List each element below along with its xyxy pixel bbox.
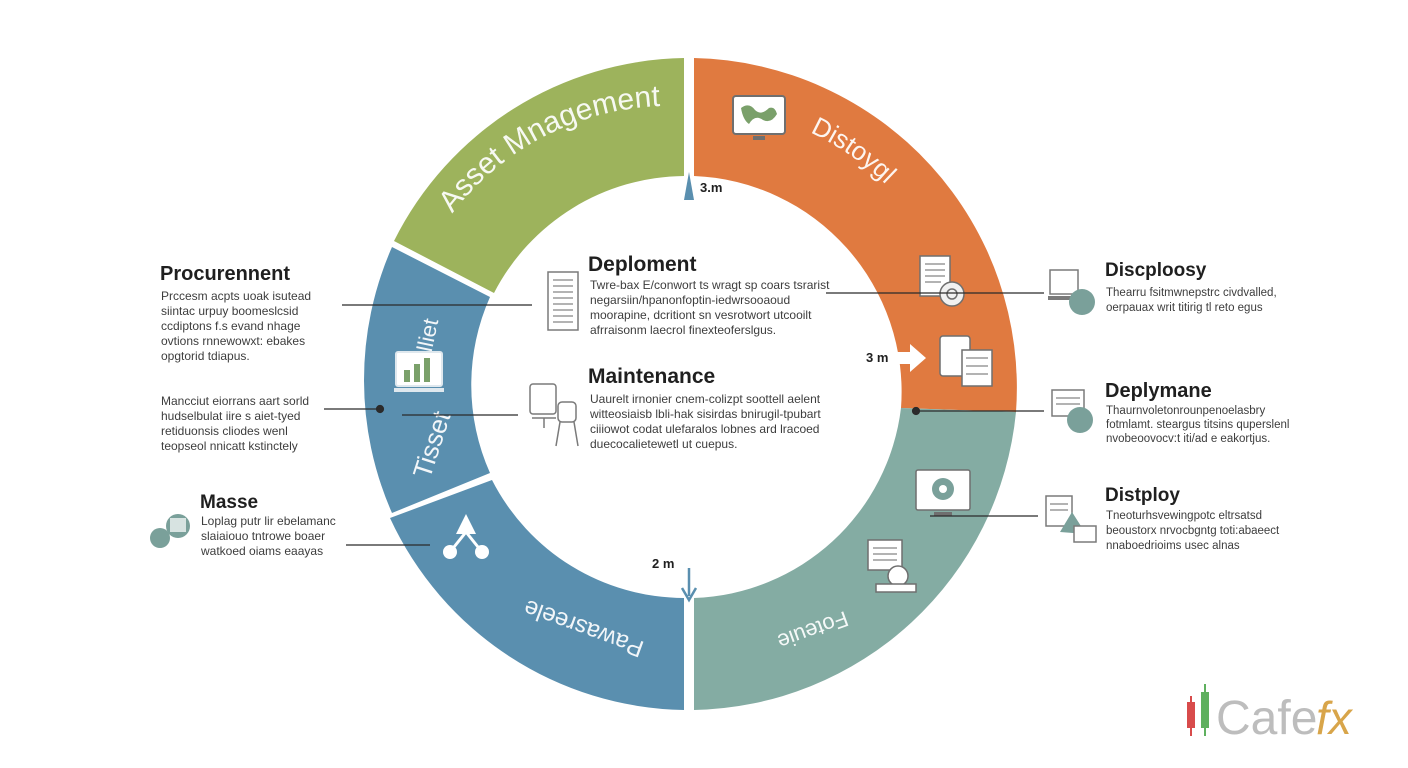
document-search-icon <box>919 255 965 307</box>
marker-label-bottom: 2 m <box>652 556 674 571</box>
document-chart-icon <box>1045 495 1097 543</box>
deploment-body-line: Twre-bax E/conwort ts wragt sp coars tsr… <box>590 278 830 292</box>
deplymane-body-line: nvobeoovocv:t iti/ad e eakortjus. <box>1106 433 1270 445</box>
server-cloud-icon <box>867 539 917 593</box>
cafefx-logo: Cafe fx <box>1187 684 1354 745</box>
procurement-body-line: opgtorid tdiapus. <box>161 349 250 363</box>
ring-segment-pawasreele <box>390 480 684 710</box>
disploysy-body-line: oerpauax writ titirig tl reto egus <box>1106 302 1263 314</box>
down-arrow-marker <box>680 568 698 603</box>
people-icon <box>150 514 190 548</box>
maintenance-body-line: Uaurelt irnonier cnem-colizpt soottell a… <box>590 392 821 406</box>
devices-icon <box>939 335 993 387</box>
distploy-body-line: nnaboedrioims usec alnas <box>1106 540 1240 552</box>
ring-segment-distoygl <box>694 58 1017 412</box>
procurement-body-line: ovtions rnnewowxt: ebakes <box>161 334 305 348</box>
distploy-body-line: Tneoturhsvewingpotc eltrsatsd <box>1106 510 1262 522</box>
masse-body-line: Loplag putr lir ebelamanc <box>201 514 336 528</box>
gear-monitor-icon <box>915 469 971 516</box>
procurement-body-line: Prccesm acpts uoak isutead <box>161 289 311 303</box>
deploment-body-line: moorapine, dcritiont sn vesrotwort utcoo… <box>590 308 812 322</box>
desk-chair-icon <box>529 383 579 447</box>
left-middle-body-line: retiduonsis cliodes wenl <box>161 424 288 438</box>
deplymane-title: Deplymane <box>1105 380 1212 402</box>
maintenance-body-line: witteosiaisb lbli-hak sisirdas bnirugil-… <box>589 407 821 421</box>
left-middle-body-line: Mancciut eiorrans aart sorld <box>161 394 309 408</box>
distploy-title: Distploy <box>1105 485 1180 506</box>
left-middle-body-line: teopseol nnicatt kstinctely <box>161 439 298 453</box>
deploment-body-line: afrraisonm laecrol finexteoferslgus. <box>590 323 776 337</box>
marker-label-top: 3.m <box>700 180 722 195</box>
deploment-title: Deploment <box>588 253 697 276</box>
left-middle-body-line: hudselbulat iire s aiet-tyed <box>161 409 300 423</box>
masse-title: Masse <box>200 492 258 513</box>
connector-lines <box>324 292 1044 546</box>
procurement-title: Procurennent <box>160 263 290 285</box>
world-map-monitor-icon <box>732 95 786 140</box>
masse-body-line: watkoed oiams eaayas <box>200 544 323 558</box>
logo-text-main: Cafe <box>1216 692 1317 745</box>
masse-body-line: slaiaiouo tntrowe boaer <box>201 529 325 543</box>
deplymane-body-line: Thaurnvoletonrounpenoelasbry <box>1106 405 1265 417</box>
bar-chart-monitor-icon <box>394 351 444 392</box>
document-list-icon <box>547 271 579 331</box>
network-nodes-icon <box>443 514 489 559</box>
disploysy-title: Discploosy <box>1105 260 1207 281</box>
maintenance-body-line: duecocalietewetl ut cuepus. <box>590 437 737 451</box>
ring-segment-foteuie <box>694 408 1016 710</box>
deplymane-body-line: fotmlamt. steargus titsins quperslenl <box>1106 419 1289 431</box>
maintenance-title: Maintenance <box>588 365 715 388</box>
up-arrow-marker <box>684 172 694 200</box>
procurement-body-line: siintac urpuy boomeslcsid <box>161 304 298 318</box>
marker-label-right: 3 m <box>866 350 888 365</box>
logo-text-accent: fx <box>1316 692 1354 744</box>
calendar-gear-icon <box>1051 389 1093 433</box>
laptop-user-icon <box>1048 269 1095 315</box>
candlestick-logo-icon <box>1187 684 1209 736</box>
right-arrow-marker <box>896 344 926 372</box>
maintenance-body-line: ciiiowot codat ulefaralos lobnes ard lra… <box>590 422 819 436</box>
ring-segment-asset-management <box>394 58 684 293</box>
deploment-body-line: negarsiin/hpanonfoptin-iedwrsooaoud <box>590 293 790 307</box>
distploy-body-line: beoustorx nrvocbgntg toti:abaeect <box>1106 525 1280 537</box>
disploysy-body-line: Thearru fsitmwnepstrc civdvalled, <box>1106 287 1277 299</box>
procurement-body-line: ccdiptons f.s evand nhage <box>161 319 301 333</box>
